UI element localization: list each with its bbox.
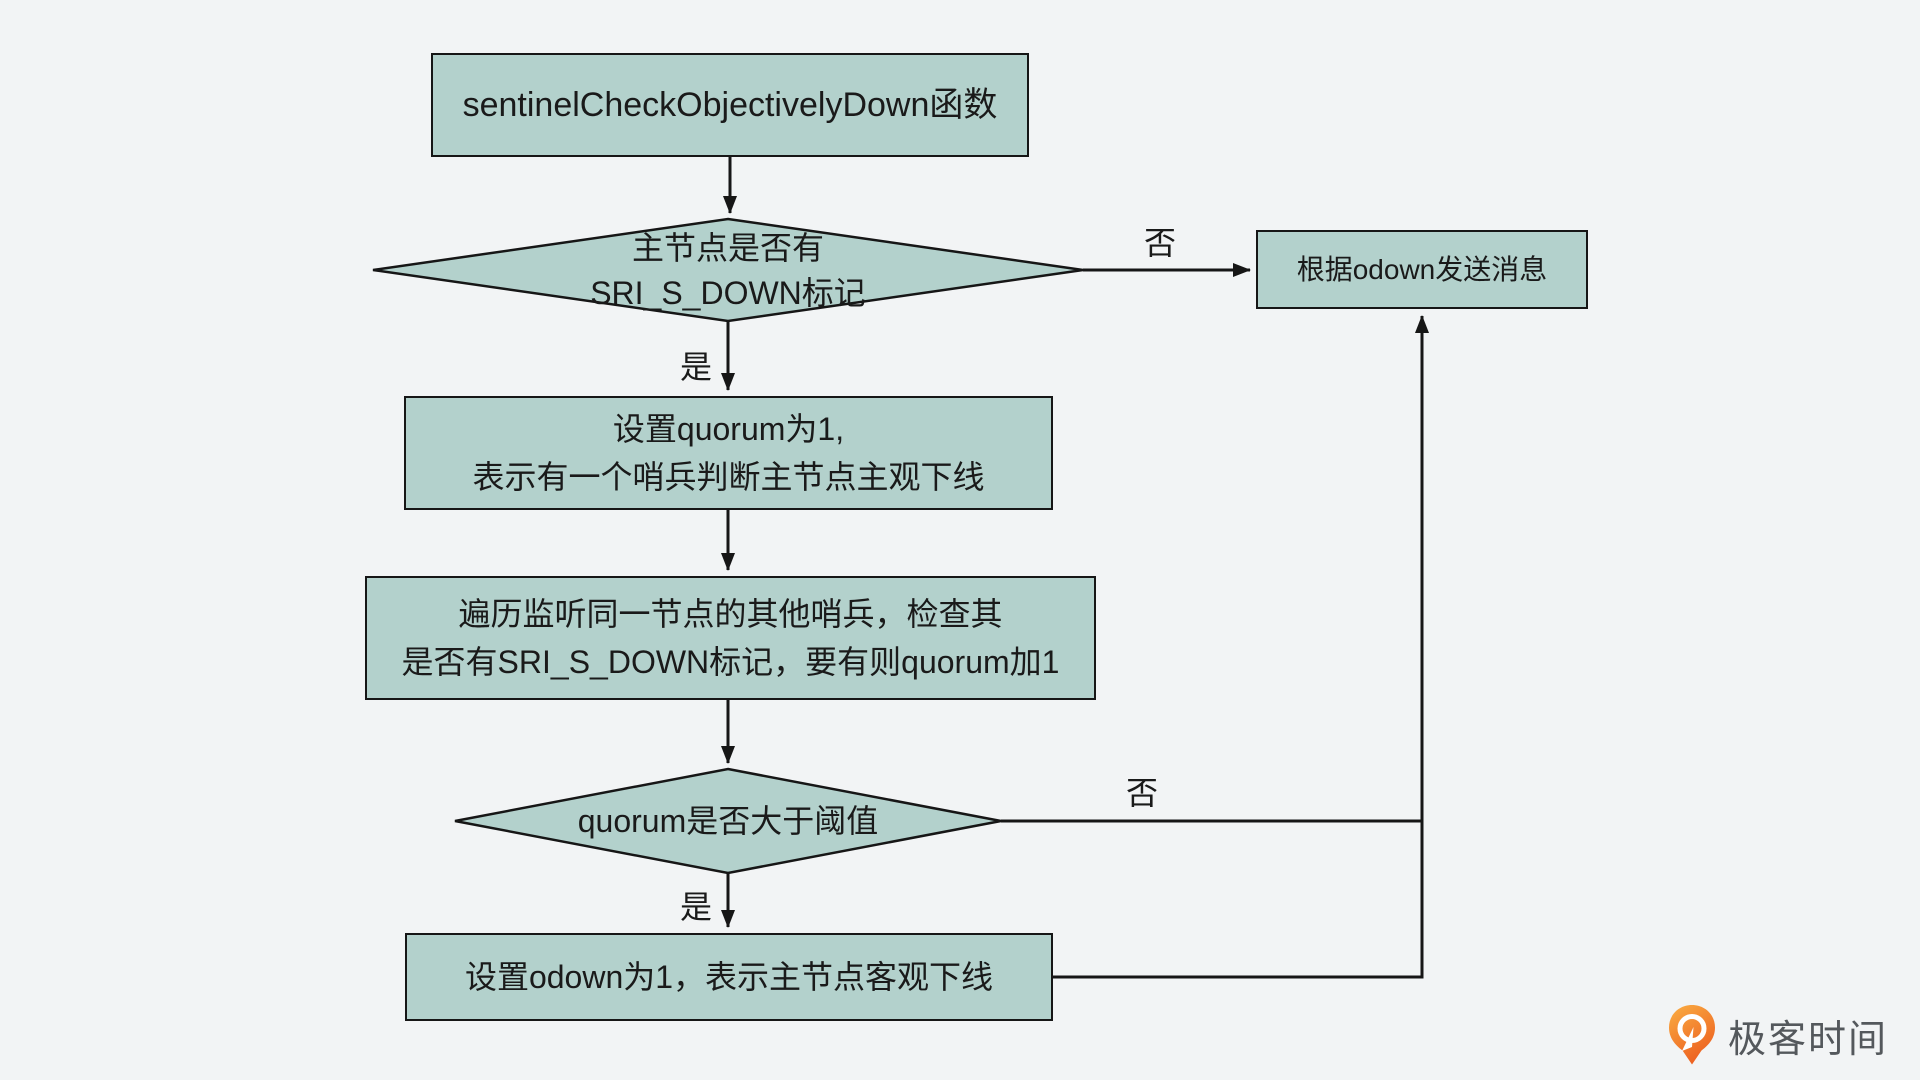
set-quorum-line2: 表示有一个哨兵判断主节点主观下线 xyxy=(472,459,985,495)
node-start-label: sentinelCheckObjectivelyDown函数 xyxy=(462,85,998,124)
decision-quorum-line1: quorum是否大于阈值 xyxy=(577,802,879,839)
edge-odown-to-send xyxy=(1053,821,1424,979)
set-quorum-line1: 设置quorum为1, xyxy=(612,411,845,447)
brand-name: 极客时间 xyxy=(1728,1018,1889,1061)
node-decision-quorum-label: quorum是否大于阈值 xyxy=(508,796,948,846)
iterate-sentinels-line2: 是否有SRI_S_DOWN标记，要有则quorum加1 xyxy=(401,644,1060,680)
brand-watermark: 极客时间 xyxy=(1668,1004,1888,1066)
node-start: sentinelCheckObjectivelyDown函数 xyxy=(431,53,1029,157)
decision-sdown-line1: 主节点是否有 xyxy=(631,230,824,267)
edge-label-yes-2: 是 xyxy=(679,889,712,925)
node-set-quorum: 设置quorum为1, 表示有一个哨兵判断主节点主观下线 xyxy=(404,396,1053,510)
node-iterate-sentinels: 遍历监听同一节点的其他哨兵，检查其 是否有SRI_S_DOWN标记，要有则quo… xyxy=(365,576,1096,700)
edge-decision2-no-to-send xyxy=(1001,315,1429,823)
node-send-message-label: 根据odown发送消息 xyxy=(1296,253,1548,285)
decision-sdown-line2: SRI_S_DOWN标记 xyxy=(590,275,866,311)
node-set-odown: 设置odown为1，表示主节点客观下线 xyxy=(405,933,1053,1021)
node-send-message: 根据odown发送消息 xyxy=(1256,230,1588,309)
edge-label-no-1: 否 xyxy=(1143,225,1176,261)
iterate-sentinels-line1: 遍历监听同一节点的其他哨兵，检查其 xyxy=(458,596,1003,632)
edge-label-yes-1: 是 xyxy=(679,349,712,385)
node-set-odown-label: 设置odown为1，表示主节点客观下线 xyxy=(464,959,994,995)
geektime-logo-icon xyxy=(1669,1005,1715,1065)
edge-label-no-2: 否 xyxy=(1125,775,1158,811)
node-decision-sdown-label: 主节点是否有 SRI_S_DOWN标记 xyxy=(508,225,948,317)
